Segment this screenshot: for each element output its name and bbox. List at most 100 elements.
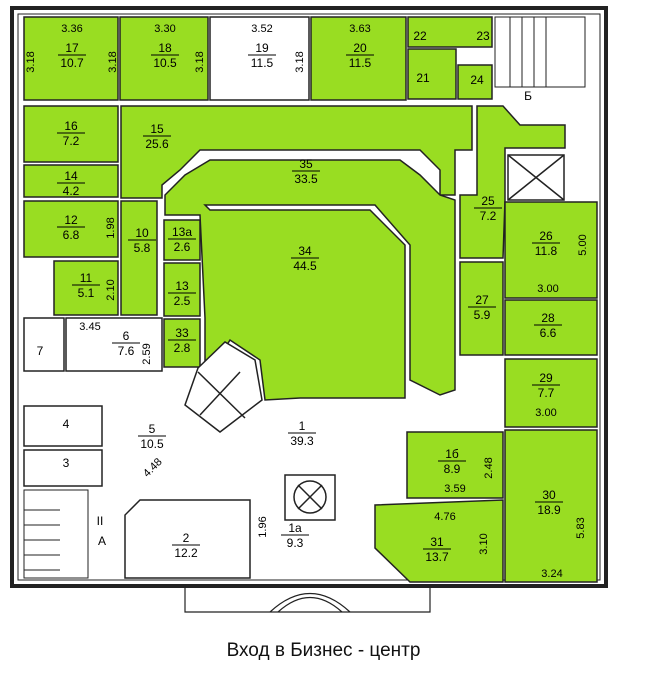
room-area-31: 13.7	[425, 550, 449, 564]
room-number-17: 17	[65, 41, 79, 55]
room-number-14: 14	[64, 169, 78, 183]
room-number-6: 6	[123, 329, 130, 343]
dimension-9: 2.10	[105, 279, 117, 300]
room-area-14: 4.2	[63, 184, 80, 198]
entrance-steps	[184, 586, 431, 613]
room-area-16: 7.2	[63, 134, 80, 148]
space-label-4: Б	[524, 89, 532, 103]
room-number-1: 1	[299, 419, 306, 433]
room-number-2: 2	[183, 531, 190, 545]
dimension-14: 5.00	[577, 234, 589, 255]
room-area-35: 33.5	[294, 172, 318, 186]
room-number-28: 28	[541, 311, 555, 325]
room-area-26: 11.8	[535, 244, 558, 258]
dimension-7: 3.18	[107, 51, 119, 72]
room-area-18: 10.5	[153, 56, 177, 70]
room-17	[23, 16, 119, 101]
room-number-31: 31	[430, 535, 444, 549]
dimension-17: 2.48	[483, 457, 495, 478]
room-13	[163, 262, 201, 317]
room-10	[120, 200, 158, 316]
room-area-12: 6.8	[63, 228, 80, 242]
dimension-13: 1.96	[257, 516, 269, 537]
room-number-30: 30	[542, 488, 556, 502]
room-number-13а: 13а	[172, 225, 192, 239]
room-area-1б: 8.9	[444, 462, 461, 476]
room-4	[23, 405, 103, 447]
room-number-21: 21	[416, 71, 430, 85]
room-area-13а: 2.6	[174, 240, 191, 254]
room-number-26: 26	[539, 229, 553, 243]
room-28	[504, 299, 598, 356]
room-24	[457, 64, 493, 100]
room-14	[23, 164, 119, 198]
dimension-15: 3.00	[537, 283, 558, 295]
room-16	[23, 105, 119, 163]
room-number-24: 24	[470, 73, 484, 87]
room-area-27: 5.9	[474, 308, 491, 322]
room-area-15: 25.6	[145, 137, 169, 151]
room-number-27: 27	[475, 293, 489, 307]
room-27	[459, 261, 504, 356]
room-15-35	[120, 105, 473, 199]
room-33	[163, 318, 201, 368]
dimension-12: 4.48	[141, 456, 165, 480]
room-number-11: 11	[80, 271, 93, 285]
room-12	[23, 200, 119, 258]
room-number-33: 33	[175, 326, 189, 340]
stairs-b	[494, 16, 586, 88]
room-2	[124, 499, 251, 579]
room-area-33: 2.8	[174, 341, 191, 355]
dimension-11: 3.45	[79, 321, 100, 333]
room-number-19: 19	[255, 41, 269, 55]
room-31	[374, 499, 504, 583]
room-number-23: 23	[476, 29, 490, 43]
room-18	[119, 16, 209, 101]
dimension-2: 3.52	[251, 23, 272, 35]
room-area-20: 11.5	[349, 56, 372, 70]
room-number-15: 15	[150, 122, 164, 136]
room-number-5: 5	[149, 422, 156, 436]
room-area-19: 11.5	[251, 56, 274, 70]
space-label-2: 7	[37, 344, 44, 358]
room-30	[504, 429, 598, 583]
dimension-22: 3.24	[541, 568, 562, 580]
room-number-35: 35	[299, 157, 313, 171]
dimension-18: 3.59	[444, 483, 465, 495]
dimension-0: 3.36	[61, 23, 82, 35]
room-area-1: 39.3	[290, 434, 314, 448]
room-22-23	[407, 16, 493, 48]
room-number-20: 20	[353, 41, 367, 55]
dimension-10: 2.59	[141, 343, 153, 364]
dimension-3: 3.63	[349, 23, 370, 35]
room-area-2: 12.2	[174, 546, 198, 560]
entrance-caption: Вход в Бизнес - центр	[226, 640, 421, 661]
room-29	[504, 358, 598, 428]
dimension-6: 3.18	[294, 51, 306, 72]
room-19	[209, 16, 310, 101]
room-area-28: 6.6	[540, 326, 557, 340]
dimension-5: 3.18	[194, 51, 206, 72]
room-21	[407, 48, 457, 100]
dimension-20: 3.10	[478, 533, 490, 554]
room-1b	[406, 431, 504, 499]
room-area-1а: 9.3	[287, 536, 304, 550]
room-area-25: 7.2	[480, 209, 497, 223]
room-number-12: 12	[64, 213, 78, 227]
space-label-5: II	[97, 514, 104, 528]
outer-wall-inner	[17, 13, 601, 581]
room-area-34: 44.5	[293, 259, 317, 273]
room-area-6: 7.6	[118, 344, 135, 358]
room-3	[23, 449, 103, 487]
room-number-16: 16	[64, 119, 78, 133]
room-13a	[163, 219, 201, 261]
dimension-19: 4.76	[434, 511, 455, 523]
dimension-1: 3.30	[154, 23, 175, 35]
dimension-8: 1.98	[105, 217, 117, 238]
room-area-13: 2.5	[174, 294, 191, 308]
room-11	[53, 260, 119, 316]
room-number-13: 13	[175, 279, 189, 293]
outer-wall	[10, 6, 608, 588]
room-area-17: 10.7	[60, 56, 84, 70]
